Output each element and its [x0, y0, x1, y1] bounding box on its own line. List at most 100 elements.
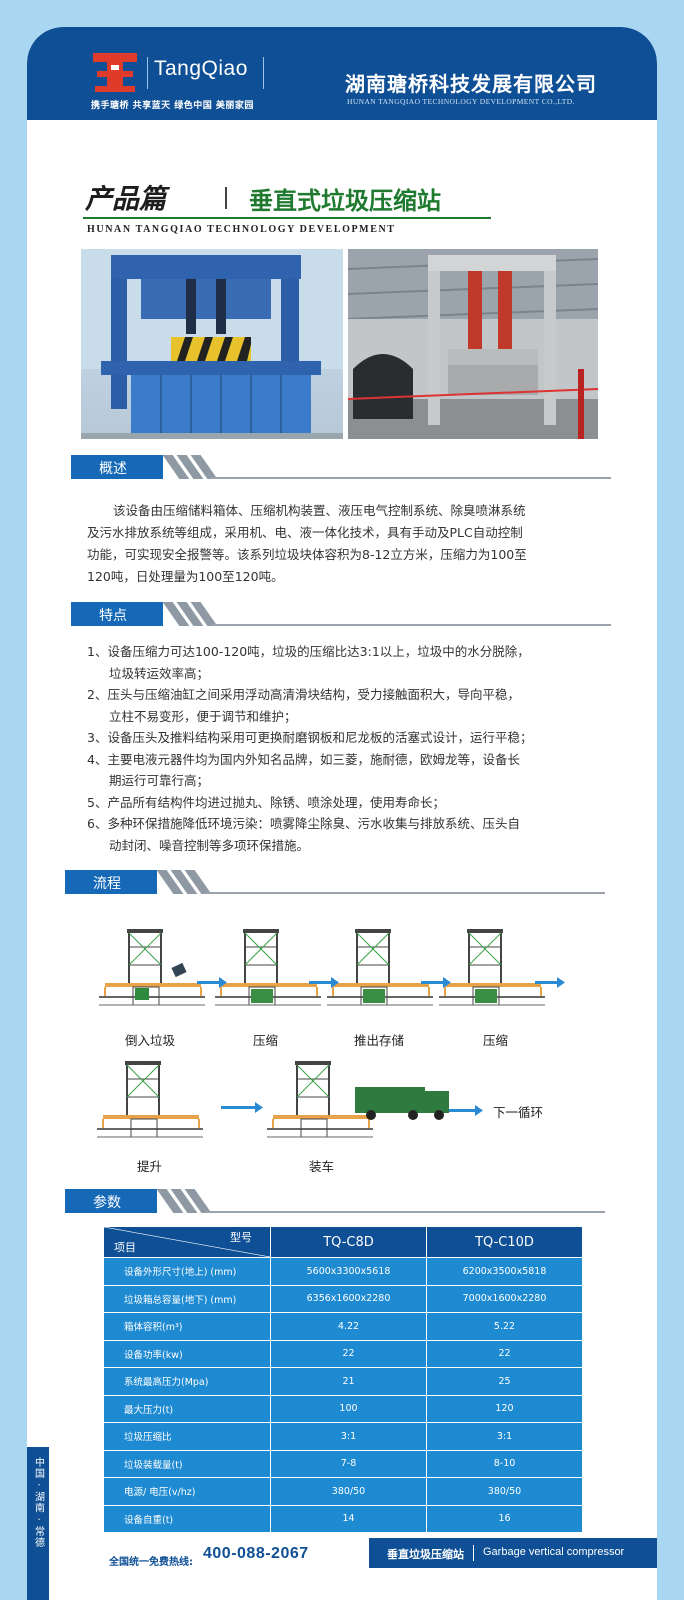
side-location-text: 中国 · 湖南 · 常德	[32, 1457, 44, 1549]
feature-number: 1、	[87, 644, 108, 659]
row-value: 22	[426, 1339, 583, 1368]
feature-number: 4、	[87, 751, 108, 767]
section-header-process: 流程	[65, 870, 605, 894]
process-step-compress-2	[438, 928, 546, 1006]
row-value: 21	[270, 1367, 427, 1396]
feature-text: 产品所有结构件均进过抛丸、除锈、喷涂处理，使用寿命长；	[107, 794, 445, 810]
row-label: 垃圾装载量(t)	[103, 1449, 271, 1478]
section-title: 参数	[93, 1195, 121, 1211]
process-label: 推出存储	[354, 1033, 405, 1048]
side-location-tab: 中国 · 湖南 · 常德	[27, 1447, 49, 1600]
logo-divider	[147, 57, 148, 89]
row-value: 7-8	[270, 1449, 427, 1478]
section-line	[205, 1211, 605, 1213]
process-label: 装车	[309, 1159, 335, 1174]
title-subtitle-en: HUNAN TANGQIAO TECHNOLOGY DEVELOPMENT	[87, 224, 396, 235]
section-label-bg	[65, 1189, 157, 1213]
process-step-dump	[98, 928, 206, 1006]
feature-text-cont: 动封闭、噪音控制等多项环保措施。	[109, 837, 310, 853]
feature-number: 6、	[87, 816, 108, 831]
process-step-load	[266, 1060, 449, 1138]
logo-divider	[263, 57, 264, 89]
process-label: 压缩	[483, 1033, 509, 1048]
process-step-lift	[96, 1060, 204, 1138]
section-header-features: 特点	[71, 602, 611, 626]
process-label: 倒入垃圾	[125, 1033, 176, 1048]
corner-item-label: 项目	[114, 1241, 136, 1254]
overview-text: 该设备由压缩储料箱体、压缩机构装置、液压电气控制系统、除臭喷淋系统 及污水排放系…	[87, 500, 617, 588]
arrow-icon	[449, 1105, 483, 1116]
section-title: 特点	[99, 608, 127, 624]
row-label: 设备外形尺寸(地上) (mm)	[103, 1257, 271, 1286]
feature-item: 2、压头与压缩油缸之间采用浮动高清滑块结构，受力接触面积大，导向平稳， 立柱不易变…	[87, 684, 627, 727]
spec-table: 型号 项目 TQ-C8D TQ-C10D 设备外形尺寸(地上) (mm)5600…	[103, 1226, 583, 1533]
arrow-icon	[221, 1102, 263, 1113]
row-value: 380/50	[426, 1477, 583, 1506]
hotline-number: 400-088-2067	[203, 1545, 309, 1562]
overview-line: 功能，可实现安全报警等。该系列垃圾块体容积为8-12立方米，压缩力为100至	[87, 547, 527, 562]
feature-text: 多种环保措施降低环境污染：喷雾降尘除臭、污水收集与排放系统、压头自	[107, 816, 520, 831]
feature-text-cont: 期运行可靠行高；	[109, 773, 210, 788]
section-line	[211, 624, 611, 626]
row-label: 箱体容积(m³)	[103, 1312, 271, 1341]
process-label: 压缩	[253, 1033, 279, 1048]
title-underline	[83, 217, 491, 219]
feature-number: 2、	[87, 687, 108, 702]
overview-line: 及污水排放系统等组成，采用机、电、液一体化技术，具有手动及PLC自动控制	[87, 525, 523, 540]
tangqiao-logo-icon	[93, 53, 137, 92]
feature-text: 压头与压缩油缸之间采用浮动高清滑块结构，受力接触面积大，导向平稳，	[107, 687, 520, 702]
feature-item: 3、设备压头及推料结构采用可更换耐磨钢板和尼龙板的活塞式设计，运行平稳；	[87, 727, 627, 749]
company-name-cn: 湖南瑭桥科技发展有限公司	[345, 72, 597, 96]
row-label: 设备功率(kw)	[103, 1339, 271, 1368]
features-list: 1、设备压缩力可达100-120吨，垃圾的压缩比达3:1以上，垃圾中的水分脱除，…	[87, 641, 627, 856]
row-value: 380/50	[270, 1477, 427, 1506]
product-photo-installed	[81, 249, 343, 439]
section-label-bg	[71, 602, 163, 626]
overview-line: 120吨，日处理量为100至120吨。	[87, 569, 284, 584]
diagonal-line	[104, 1227, 270, 1257]
row-label: 系统最高压力(Mpa)	[103, 1367, 271, 1396]
arrow-icon	[197, 977, 227, 988]
row-value: 6356x1600x2280	[270, 1284, 427, 1313]
model-header: TQ-C8D	[270, 1226, 427, 1258]
hotline-label: 全国统一免费热线:	[109, 1557, 193, 1568]
section-title: 概述	[99, 461, 127, 477]
feature-item: 5、产品所有结构件均进过抛丸、除锈、喷涂处理，使用寿命长；	[87, 792, 627, 814]
row-value: 5.22	[426, 1312, 583, 1341]
arrow-icon	[421, 977, 451, 988]
section-header-overview: 概述	[71, 455, 611, 479]
section-label-bg	[65, 870, 157, 894]
section-header-params: 参数	[65, 1189, 605, 1213]
feature-text: 主要电液元器件均为国内外知名品牌，如三菱，施耐德，欧姆龙等，设备长	[107, 751, 520, 767]
table-corner-cell: 型号 项目	[103, 1226, 271, 1258]
row-value: 16	[426, 1504, 583, 1533]
row-value: 3:1	[426, 1422, 583, 1451]
feature-item: 1、设备压缩力可达100-120吨，垃圾的压缩比达3:1以上，垃圾中的水分脱除，…	[87, 641, 627, 684]
section-line	[211, 477, 611, 479]
process-diagram	[96, 928, 565, 1138]
section-label-bg	[71, 455, 163, 479]
row-label: 最大压力(t)	[103, 1394, 271, 1423]
row-value: 4.22	[270, 1312, 427, 1341]
footer-product-en: Garbage vertical compressor	[483, 1546, 625, 1558]
brand-name: TangQiao	[154, 57, 248, 80]
row-value: 25	[426, 1367, 583, 1396]
row-label: 垃圾压缩比	[103, 1422, 271, 1451]
row-value: 100	[270, 1394, 427, 1423]
feature-item: 4、主要电液元器件均为国内外知名品牌，如三菱，施耐德，欧姆龙等，设备长期运行可靠…	[87, 749, 627, 792]
overview-line: 该设备由压缩储料箱体、压缩机构装置、液压电气控制系统、除臭喷淋系统	[113, 503, 526, 518]
process-next-label: 下一循环	[493, 1105, 544, 1120]
row-value: 7000x1600x2280	[426, 1284, 583, 1313]
feature-item: 6、多种环保措施降低环境污染：喷雾降尘除臭、污水收集与排放系统、压头自动封闭、噪…	[87, 813, 627, 856]
row-value: 22	[270, 1339, 427, 1368]
product-photo-factory	[348, 249, 598, 439]
row-value: 14	[270, 1504, 427, 1533]
feature-text-cont: 立柱不易变形，便于调节和维护；	[109, 708, 297, 724]
row-value: 5600x3300x5618	[270, 1257, 427, 1286]
